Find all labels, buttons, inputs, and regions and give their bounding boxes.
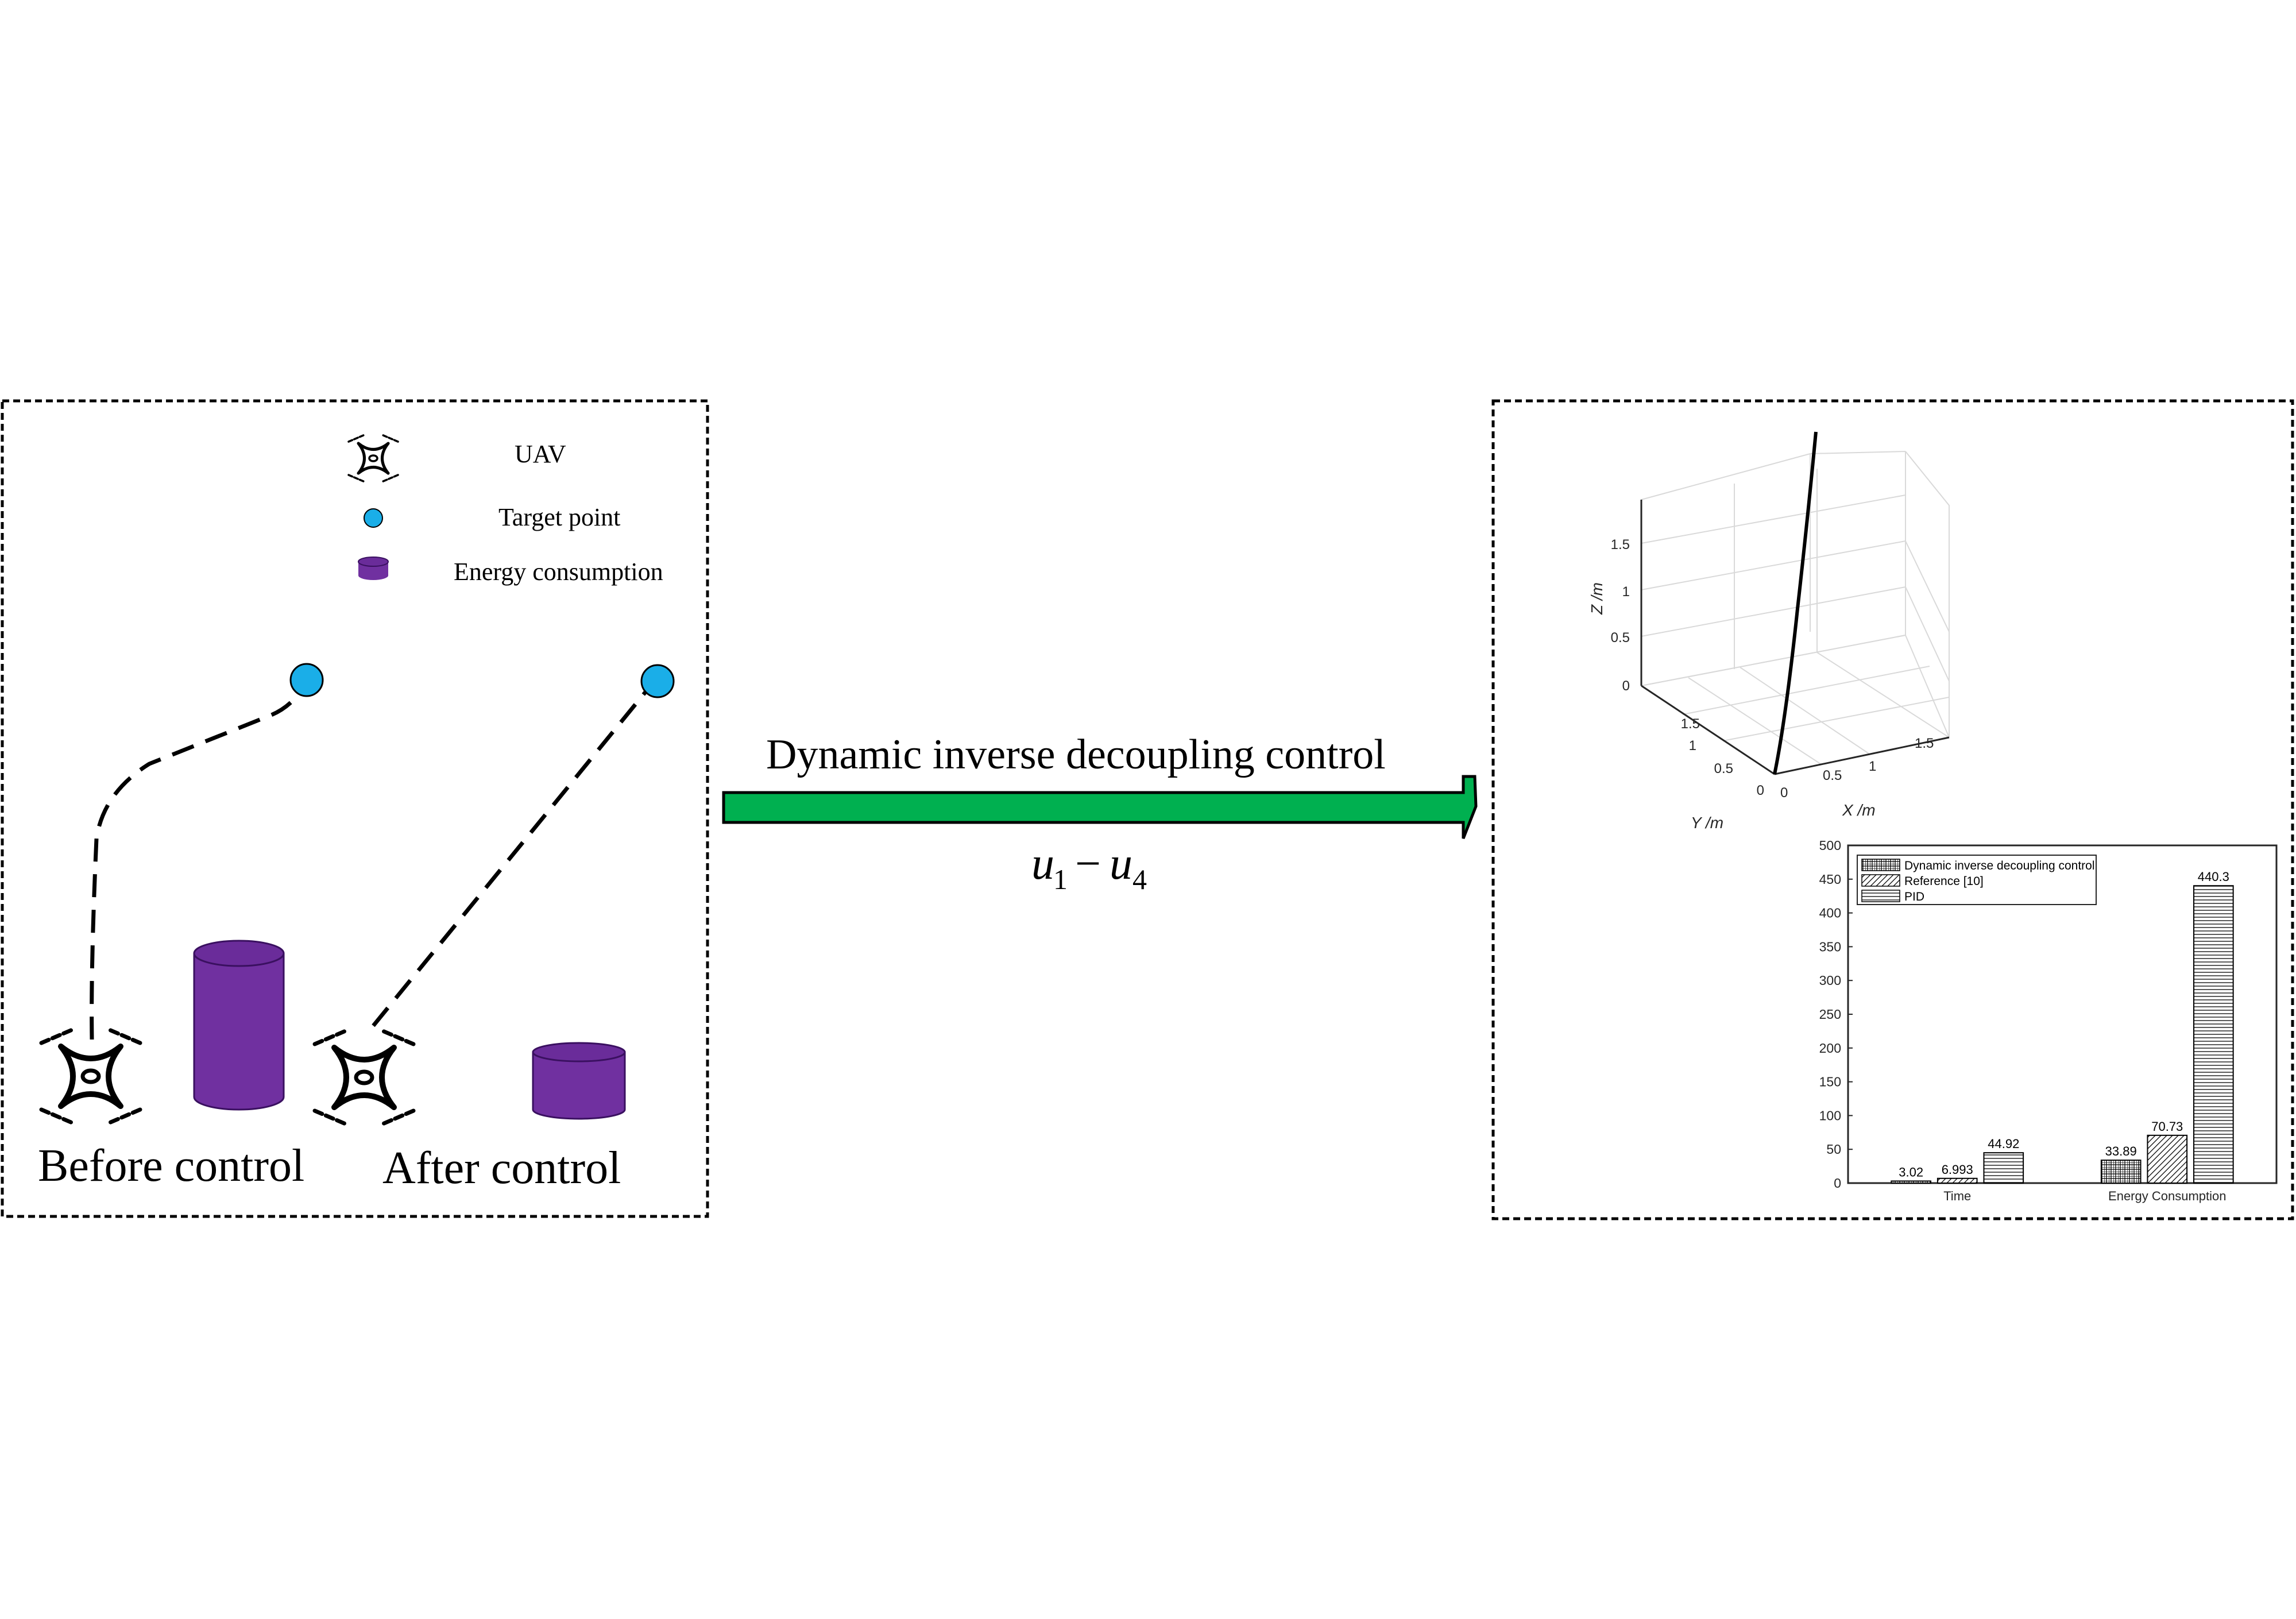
uav-before-icon (41, 1029, 140, 1123)
bar-dynamic (2100, 1160, 2142, 1184)
energy-cylinder-before (193, 940, 285, 1111)
svg-text:1.5: 1.5 (1611, 537, 1630, 552)
x-axis-label: X /m (1842, 801, 1876, 819)
legend-target-label: Target point (498, 503, 620, 531)
legend: UAV Target point Energy consumption (349, 435, 663, 586)
uav-after-icon (315, 1030, 413, 1125)
green-arrow-shape (722, 775, 1478, 839)
control-arrow: Dynamic inverse decoupling control u 1 −… (722, 731, 1478, 895)
legend-series-dynamic: Dynamic inverse decoupling control (1904, 859, 2095, 872)
svg-text:0.5: 0.5 (1823, 768, 1842, 783)
y-tick-label: 350 (1819, 939, 1841, 954)
svg-text:0.5: 0.5 (1714, 761, 1733, 776)
legend-series-reference: Reference [10] (1904, 875, 1984, 888)
legend-swatch-reference (1861, 874, 1900, 887)
z-axis-label: Z /m (1588, 582, 1606, 615)
bar-pid (2193, 885, 2234, 1184)
bar-dynamic (1891, 1180, 1931, 1184)
svg-text:1: 1 (1053, 863, 1068, 895)
right-panel: Z /m 0 0.5 1 1.5 1.5 1 0.5 0 Y /m 0 0.5 … (1491, 399, 2294, 1220)
before-target-point (289, 663, 324, 697)
y-tick-label: 450 (1819, 872, 1841, 887)
bar-value-label: 44.92 (1988, 1137, 2019, 1151)
y-tick-label: 100 (1819, 1108, 1841, 1123)
svg-text:0: 0 (1757, 783, 1764, 798)
before-control-label: Before control (38, 1141, 304, 1191)
left-panel-frame (1, 399, 709, 1218)
y-axis-label: Y /m (1691, 814, 1723, 832)
energy-cylinder-after (532, 1042, 626, 1120)
after-control-trajectory (372, 687, 650, 1027)
bar-value-label: 440.3 (2198, 870, 2229, 884)
y-tick-label: 400 (1819, 906, 1841, 921)
y-tick-label: 150 (1819, 1075, 1841, 1089)
bar-pid (1983, 1152, 2024, 1184)
legend-swatch-pid (1861, 890, 1900, 902)
y-tick-label: 500 (1819, 838, 1841, 853)
energy-bar-chart: 0 50 100 150 200 250 300 350 400 450 500 3.02 6.993… (1819, 838, 2278, 1203)
category-label: Time (1943, 1189, 1971, 1203)
target-point-legend-icon (364, 508, 383, 528)
svg-text:1.5: 1.5 (1915, 736, 1934, 751)
bar-reference (1936, 1177, 1978, 1184)
before-control-trajectory (90, 681, 309, 1040)
bar-value-labels: 3.02 6.993 44.92 33.89 70.73 440.3 (1899, 870, 2229, 1179)
svg-text:4: 4 (1132, 863, 1147, 895)
category-labels: Time Energy Consumption (1943, 1189, 2226, 1203)
y-tick-label: 0 (1834, 1176, 1841, 1191)
bar-chart-legend: Dynamic inverse decoupling control Refer… (1857, 855, 2097, 905)
svg-text:1.5: 1.5 (1681, 716, 1700, 732)
arrow-label: Dynamic inverse decoupling control (766, 731, 1386, 778)
after-target-point (640, 664, 675, 698)
y-tick-label: 250 (1819, 1007, 1841, 1022)
trajectory-3d-plot: Z /m 0 0.5 1 1.5 1.5 1 0.5 0 Y /m 0 0.5 … (1588, 431, 1950, 832)
bar-value-label: 33.89 (2105, 1144, 2137, 1158)
legend-uav-label: UAV (515, 440, 566, 468)
legend-swatch-dynamic (1861, 859, 1900, 871)
after-control-label: After control (382, 1143, 621, 1193)
left-panel: UAV Target point Energy consumption (1, 399, 709, 1218)
energy-cylinder-legend-icon (358, 557, 389, 580)
svg-text:0.5: 0.5 (1611, 630, 1630, 646)
bar-value-label: 6.993 (1942, 1162, 1973, 1177)
x-tick-labels: 0 0.5 1 1.5 (1780, 736, 1934, 801)
bar-reference (2147, 1134, 2188, 1184)
svg-text:1: 1 (1622, 584, 1630, 600)
svg-text:0: 0 (1780, 785, 1788, 801)
svg-text:0: 0 (1622, 678, 1630, 694)
legend-series-pid: PID (1904, 890, 1924, 903)
svg-text:u: u (1110, 839, 1132, 889)
y-tick-labels: 1.5 1 0.5 0 (1681, 716, 1764, 798)
uav-legend-icon (349, 435, 398, 482)
y-axis-ticks: 0 50 100 150 200 250 300 350 400 450 500 (1819, 838, 1853, 1191)
uav-3d-trajectory (1773, 431, 1818, 775)
legend-energy-label: Energy consumption (454, 558, 663, 586)
svg-text:1: 1 (1869, 759, 1876, 774)
category-label: Energy Consumption (2108, 1189, 2226, 1203)
bars (1891, 885, 2234, 1184)
arrow-formula: u 1 − u 4 (1031, 839, 1147, 895)
y-tick-label: 50 (1826, 1142, 1841, 1157)
right-panel-frame (1491, 399, 2294, 1220)
y-tick-label: 300 (1819, 973, 1841, 988)
y-tick-label: 200 (1819, 1041, 1841, 1056)
svg-text:u: u (1031, 839, 1054, 889)
z-tick-labels: 0 0.5 1 1.5 (1611, 537, 1630, 694)
bar-value-label: 3.02 (1899, 1165, 1923, 1179)
svg-text:−: − (1075, 839, 1101, 889)
plot3d-axes (1640, 500, 1950, 775)
bar-value-label: 70.73 (2151, 1119, 2183, 1134)
svg-text:1: 1 (1689, 738, 1696, 754)
